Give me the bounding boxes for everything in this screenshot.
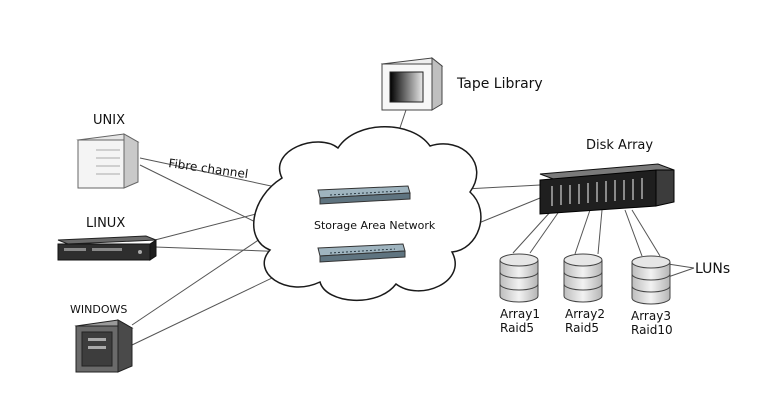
san-cloud — [253, 126, 482, 302]
array1-name: Array1 — [500, 307, 540, 321]
fibre-switch-top — [317, 185, 411, 205]
link-diskarray-array3b — [631, 209, 661, 257]
unix-server-icon — [76, 133, 140, 189]
windows-server-icon — [74, 319, 134, 373]
link-diskarray-array1b — [529, 209, 561, 254]
windows-label: WINDOWS — [70, 303, 127, 316]
link-luns-array3-bottom — [667, 267, 695, 278]
disk-array-icon — [539, 163, 675, 215]
array3-disk-icon — [631, 255, 671, 305]
link-diskarray-array1 — [512, 209, 553, 254]
array2-disk-icon — [563, 253, 603, 303]
link-diskarray-array2 — [574, 209, 591, 255]
linux-server-icon — [57, 235, 157, 261]
unix-label: UNIX — [93, 113, 125, 128]
array1-disk-icon — [499, 253, 539, 303]
array1-raid: Raid5 — [500, 321, 534, 335]
linux-label: LINUX — [86, 216, 125, 231]
array2-name: Array2 — [565, 307, 605, 321]
array2-raid: Raid5 — [565, 321, 599, 335]
tape-library-icon — [380, 56, 444, 111]
link-diskarray-array3 — [624, 209, 643, 257]
disk-array-label: Disk Array — [586, 138, 653, 153]
array3-name: Array3 — [631, 309, 671, 323]
fibre-channel-label: Fibre channel — [168, 156, 250, 181]
tape-library-label: Tape Library — [456, 76, 543, 92]
link-luns-array3-top — [667, 263, 695, 269]
link-diskarray-array2b — [597, 209, 603, 255]
fibre-switch-bottom — [317, 243, 406, 263]
array3-raid: Raid10 — [631, 323, 673, 337]
san-label: Storage Area Network — [314, 219, 436, 232]
connection-lines — [131, 109, 695, 346]
luns-label: LUNs — [695, 261, 730, 277]
